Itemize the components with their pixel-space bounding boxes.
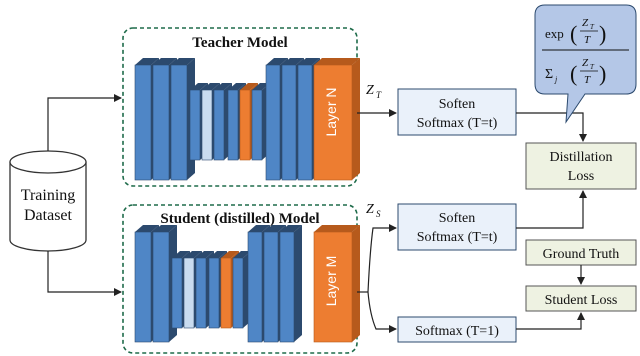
teacher-soft-to-distillation-arrow [516,112,587,142]
student-loss-label: Student Loss [545,293,618,308]
formula-z-top: Z [582,17,589,29]
softmax-formula: exp ( Z T T ) Σ j ( Z T T ) [542,17,629,86]
formula-t-top: T [584,34,591,46]
ground-truth-label: Ground Truth [543,247,620,262]
formula-sum: Σ [545,67,553,82]
formula-paren-open-top: ( [570,21,577,46]
student-loss-box [525,285,637,312]
student-soft-to-distillation-arrow [516,190,587,229]
distillation-loss-box [525,142,637,190]
formula-bubble [534,4,637,124]
soften-teacher-line2: Softmax (T=t) [417,116,498,131]
student-layer-12 [313,225,360,343]
teacher-logit-label: Z T [366,83,382,100]
formula-exp: exp [545,26,564,41]
soften-softmax-teacher-box [397,88,517,136]
student-to-soften-arrow [367,224,397,293]
student-logit-sub: S [376,209,381,219]
formula-sub-top: T [590,23,595,31]
teacher-logit-sub: T [376,90,382,100]
ground-truth-box [525,239,637,266]
teacher-model-title: Teacher Model [192,35,287,51]
distillation-line1: Distillation [550,150,613,165]
dataset-label-line1: Training [21,187,76,204]
teacher-model-frame [122,27,358,187]
student-layer-11 [279,225,302,343]
formula-sub-bottom: T [590,63,595,71]
softmax-hard-to-student-loss-arrow [516,312,585,330]
formula-paren-open-bottom: ( [570,61,577,86]
student-layer-stack [134,225,360,343]
soften-softmax-student-box [397,203,517,251]
formula-paren-close-bottom: ) [599,61,606,86]
student-logit-z: Z [366,202,374,217]
formula-z-bottom: Z [582,57,589,69]
formula-t-bottom: T [584,74,591,86]
student-model-frame [122,204,358,354]
student-to-softmax-arrow [367,291,397,333]
teacher-last-layer-label: Layer N [323,87,339,136]
distillation-line2: Loss [568,169,594,184]
teacher-layer-stack [134,58,360,181]
dataset-label-line2: Dataset [24,207,73,224]
softmax-hard-label: Softmax (T=1) [415,324,499,339]
soften-student-line2: Softmax (T=t) [417,230,498,245]
formula-paren-close-top: ) [599,21,606,46]
teacher-layer-13 [313,58,360,181]
student-last-layer-label: Layer M [323,256,339,307]
soften-teacher-line1: Soften [439,97,476,112]
student-model-title: Student (distilled) Model [160,211,319,227]
teacher-logit-z: Z [366,83,374,98]
dataset-to-student-arrow [47,251,122,296]
student-logit-label: Z S [366,202,381,219]
formula-j: j [554,75,558,84]
dataset-to-teacher-arrow [47,94,122,151]
training-dataset-cylinder [9,150,87,252]
soften-student-line1: Soften [439,211,476,226]
